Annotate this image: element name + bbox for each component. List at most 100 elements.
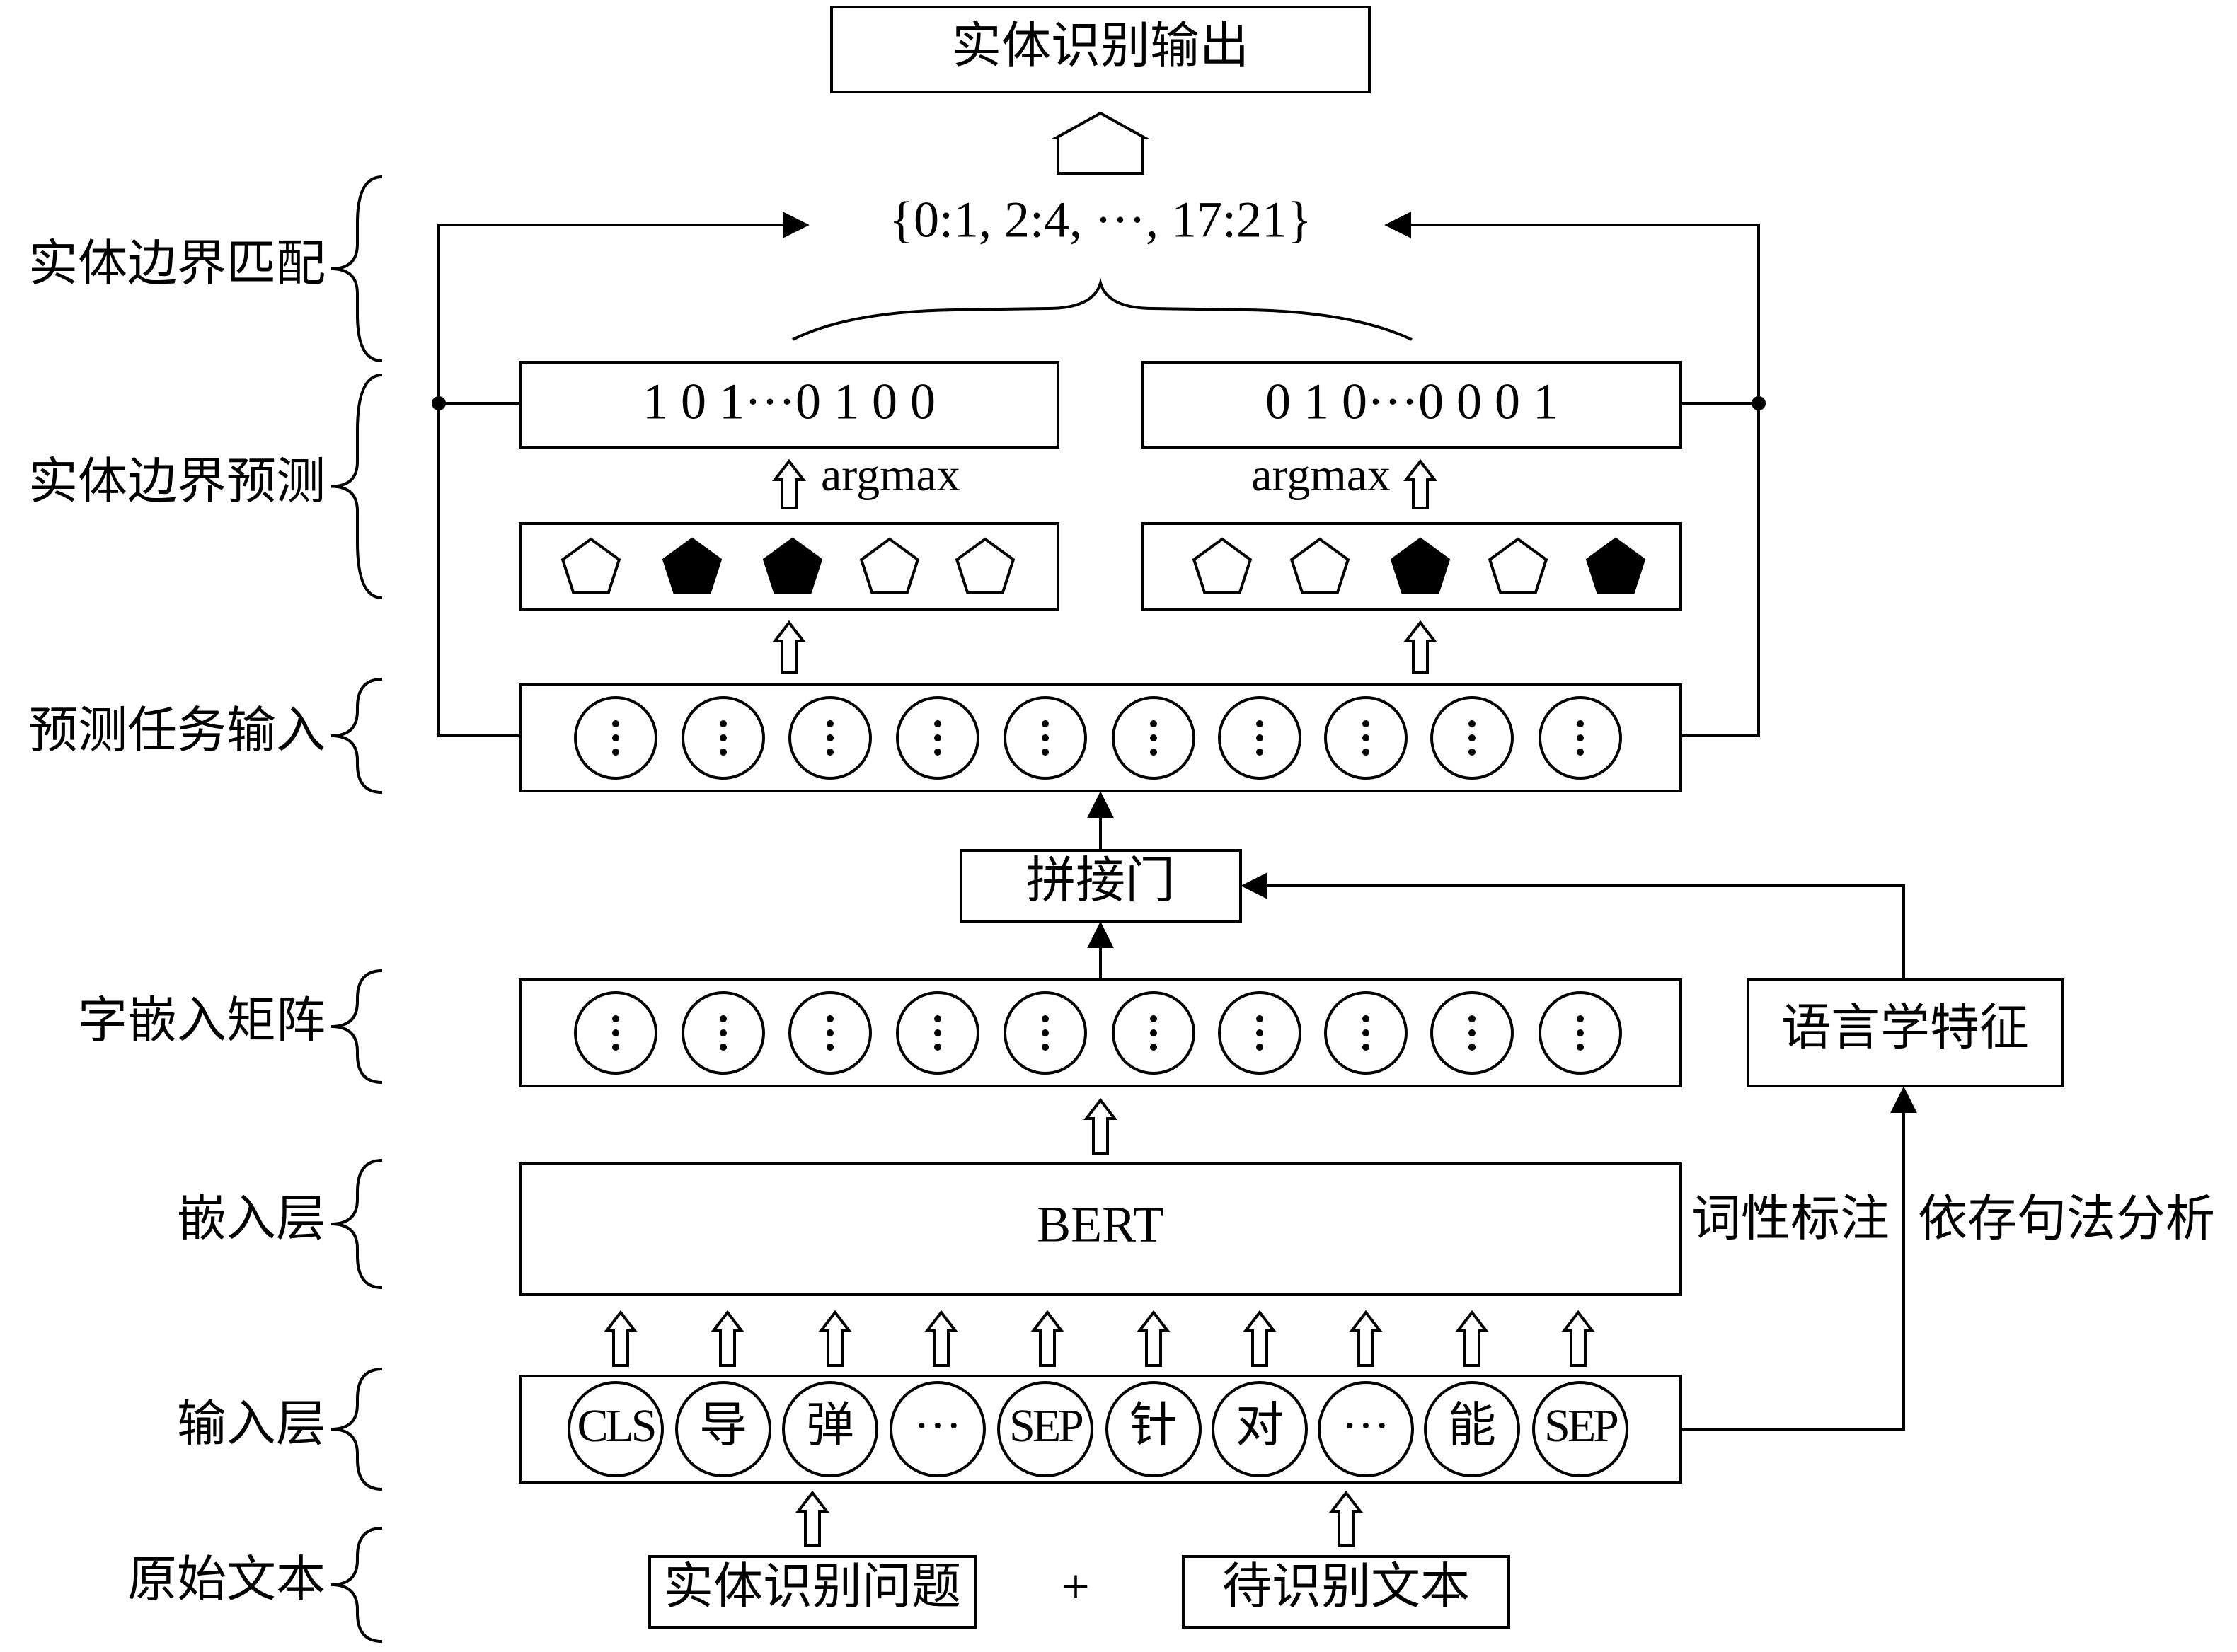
label-entity-boundary-matching: 实体边界匹配 [28,237,326,291]
text-to-input-arrow [1328,1490,1364,1547]
input-token-3: 弹 [806,1399,854,1452]
features-to-gate-line [1241,872,1905,980]
input-token-9: 能 [1448,1399,1496,1452]
ellipsis-dot [827,720,834,727]
start-pentagon-3 [762,537,823,594]
match-set-text: {0:1, 2:4, ···, 17:21} [889,192,1311,248]
ellipsis-dot [720,734,727,741]
ellipsis-dot [827,734,834,741]
end-pentagon-3 [1390,537,1451,594]
layer-brace-1 [330,175,383,362]
ellipsis-dot [1042,749,1049,756]
start-vector-box [519,361,1059,449]
input-token-circle-1 [568,1381,664,1477]
right-junction-dot [1752,396,1766,410]
input-token-6: 针 [1129,1399,1178,1452]
end-pentagon-4 [1488,537,1548,594]
label-prediction-task-input: 预测任务输入 [28,704,326,758]
prediction-left-arrow [771,620,807,674]
ellipsis-dot [934,734,941,741]
entity-recognition-output-box [830,6,1371,93]
ellipsis-dot [1362,720,1369,727]
prediction-right-arrow [1403,620,1438,674]
ellipsis-dot [1256,720,1263,727]
ellipsis-dot [827,1015,834,1022]
ellipsis-dot [1256,1015,1263,1022]
argmax-right-arrow [1403,458,1438,509]
label-input-layer: 输入层 [177,1397,326,1452]
ellipsis-dot [1042,1044,1049,1051]
input-to-features-line [1681,1086,1917,1431]
dependency-parsing-text: 依存句法分析 [1918,1192,2215,1247]
ellipsis-dot [1150,720,1157,727]
input-token-circle-9 [1424,1381,1520,1477]
ellipsis-dot [612,1029,619,1036]
char-embedding-units [574,991,1622,1075]
ellipsis-dot [1362,1044,1369,1051]
end-pentagon-5 [1585,537,1646,594]
end-pentagon-2 [1289,537,1350,594]
ellipsis-dot [1577,1015,1584,1022]
token-to-bert-arrow-5 [1030,1310,1065,1367]
ellipsis-dot [720,1029,727,1036]
ellipsis-dot [934,1044,941,1051]
ellipsis-dot [1362,1029,1369,1036]
layer-brace-2 [330,374,383,599]
text-to-recognize-box [1182,1555,1510,1629]
token-to-bert-arrow-7 [1242,1310,1277,1367]
ellipsis-dot [1042,734,1049,741]
ellipsis-dot [827,749,834,756]
label-raw-text: 原始文本 [127,1553,326,1607]
output-hollow-arrow [1050,111,1151,175]
input-token-circle-2 [675,1381,771,1477]
input-token-circle-6 [1105,1381,1202,1477]
ellipsis-dot [1577,734,1584,741]
ellipsis-dot [1042,720,1049,727]
hollow-up-arrows [603,458,1596,1547]
ellipsis-dot [1362,749,1369,756]
ellipsis-dot [612,1044,619,1051]
ellipsis-dot [934,720,941,727]
linguistic-features-box [1747,978,2064,1087]
prediction-input-units [574,696,1622,780]
token-to-bert-arrow-4 [924,1310,959,1367]
token-to-bert-arrow-8 [1348,1310,1384,1367]
ellipsis-dot [720,749,727,756]
ellipsis-dot [1577,1029,1584,1036]
layer-brace-7 [330,1527,383,1643]
ellipsis-dot [1150,734,1157,741]
input-token-circle-3 [782,1381,878,1477]
token-to-bert-arrow-3 [817,1310,853,1367]
ellipsis-dot [720,1015,727,1022]
input-token-7: 对 [1236,1399,1284,1452]
label-char-embedding-matrix: 字嵌入矩阵 [78,994,326,1049]
input-token-10: SEP [1544,1400,1618,1452]
left-junction-dot [432,396,446,410]
ellipsis-dot [612,749,619,756]
ellipsis-dot [1150,1044,1157,1051]
ellipsis-dot [1362,734,1369,741]
ellipsis-dot [612,720,619,727]
ellipsis-dot [612,1015,619,1022]
token-to-bert-arrow-2 [710,1310,745,1367]
layer-braces [330,175,383,1643]
label-embedding-layer: 嵌入层 [177,1192,326,1247]
start-vector-text: 1 0 1···0 1 0 0 [643,374,936,430]
ellipsis-dot [1468,720,1476,727]
ellipsis-dot [1256,734,1263,741]
token-to-bert-arrow-9 [1454,1310,1490,1367]
ellipsis-dot [1577,1044,1584,1051]
ellipsis-dot [1468,1015,1476,1022]
right-feedback-line [1384,212,1760,737]
ellipsis-dot [934,1015,941,1022]
ellipsis-dot [827,1029,834,1036]
input-token-5: SEP [1009,1400,1083,1452]
end-vector-box [1141,361,1682,449]
vector-merge-brace [792,277,1413,341]
input-token-circle-8 [1318,1381,1414,1477]
entity-question-text: 实体识别问题 [664,1560,961,1615]
concat-gate-text: 拼接门 [1026,854,1175,908]
ellipsis-dot [1042,1029,1049,1036]
ellipsis-dot [1468,1029,1476,1036]
